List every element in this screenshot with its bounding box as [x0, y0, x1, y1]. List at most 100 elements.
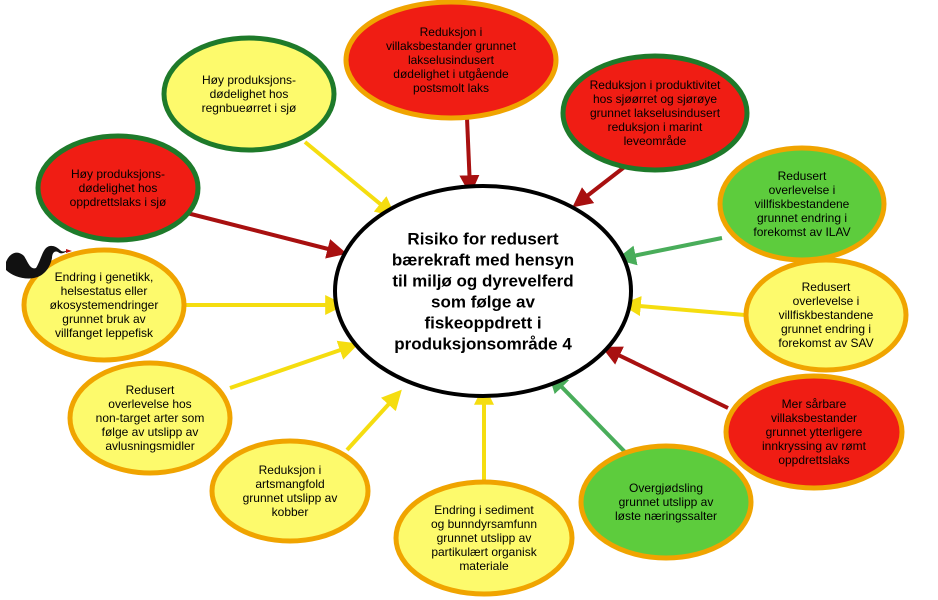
node-label-line: reduksjon i marint [608, 120, 703, 134]
arrow-redusert-overlevelse-sav [620, 296, 746, 317]
node-label-line: partikulært organisk [431, 545, 537, 559]
node-label-line: postsmolt laks [413, 81, 489, 95]
center-text-line: til miljø og dyrevelferd [392, 272, 573, 291]
center-text-line: produksjonsområde 4 [394, 335, 572, 354]
node-label-line: følge av utslipp av [102, 425, 199, 439]
black-swan-icon [6, 245, 72, 279]
node-label-line: Reduksjon i produktivitet [590, 78, 721, 92]
node-ellipse [21, 247, 187, 363]
node-label-line: villaksbestander grunnet [386, 39, 517, 53]
arrow-hoy-produksjonsdodelighet-oppdrettslaks [182, 210, 347, 259]
arrow-reduksjon-artsmangfold-kobber [345, 389, 402, 452]
arrows-layer [182, 117, 746, 482]
node-label-line: forekomst av SAV [778, 336, 873, 350]
node-label-line: grunnet utslipp av [243, 491, 338, 505]
node-ellipse [743, 257, 909, 373]
node-label-line: Høy produksjons- [202, 73, 296, 87]
node-label-line: oppdrettslaks i sjø [70, 195, 167, 209]
node-label-line: non-target arter som [96, 411, 205, 425]
node-label-line: økosystemendringer [50, 298, 159, 312]
node-ellipse [723, 373, 905, 491]
node-label-line: villaksbestander [771, 411, 857, 425]
node-label-line: materiale [459, 559, 509, 573]
node-label-line: grunnet bruk av [62, 312, 145, 326]
node-label-line: Redusert [778, 169, 827, 183]
node-label-line: Endring i sediment [434, 503, 534, 517]
center-ellipse [333, 184, 633, 398]
node-label-line: villfiskbestandene [779, 308, 874, 322]
arrow-redusert-overlevelse-ilav [615, 236, 723, 266]
node-label-line: villfanget leppefisk [55, 326, 154, 340]
center-text-line: som følge av [431, 293, 535, 312]
node-ellipse [393, 479, 575, 597]
node-label-line: innkryssing av rømt [762, 439, 867, 453]
arrow-reduksjon-produktivitet-sjoorret [572, 163, 629, 208]
node-ellipse [161, 35, 337, 153]
arrow-hoy-produksjonsdodelighet-regnbueorret [303, 140, 396, 217]
node-ellipse [67, 360, 233, 476]
node-label-line: helsestatus eller [61, 284, 148, 298]
node-label-line: grunnet utslipp av [437, 531, 532, 545]
node-label-line: overlevelse i [793, 294, 860, 308]
node-ellipse [35, 133, 201, 243]
node-label-line: Redusert [126, 383, 175, 397]
node-label-line: dødelighet i utgående [393, 67, 509, 81]
node-label-line: lakselusindusert [408, 53, 495, 67]
center-text-line: bærekraft med hensyn [392, 251, 574, 270]
node-label-line: avlusningsmidler [105, 439, 194, 453]
node-ellipse [578, 443, 754, 561]
node-label-line: dødelighet hos [210, 87, 289, 101]
node-label-line: leveområde [624, 134, 687, 148]
node-label-line: kobber [272, 505, 309, 519]
node-label-line: løste næringssalter [615, 509, 717, 523]
node-label-line: Reduksjon i [259, 463, 322, 477]
node-ellipse [343, 0, 559, 121]
node-label-line: regnbueørret i sjø [202, 101, 297, 115]
node-ellipse [209, 438, 371, 544]
node-label-line: villfiskbestandene [755, 197, 850, 211]
arrow-redusert-overlevelse-non-target [229, 340, 359, 390]
node-label-line: oppdrettslaks [778, 453, 849, 467]
node-label-line: grunnet endring i [781, 322, 871, 336]
node-label-line: grunnet utslipp av [619, 495, 714, 509]
arrow-reduksjon-villaksbestander [459, 117, 480, 196]
arrow-mer-sarbare-villaksbestander [601, 346, 729, 410]
node-label-line: grunnet lakselusindusert [590, 106, 721, 120]
node-label-line: dødelighet hos [79, 181, 158, 195]
node-label-line: overlevelse i [769, 183, 836, 197]
arrow-overgjodsling [547, 372, 627, 454]
node-label-line: og bunndyrsamfunn [431, 517, 537, 531]
node-label-line: Reduksjon i [420, 25, 483, 39]
node-label-line: Overgjødsling [629, 481, 703, 495]
node-label-line: grunnet endring i [757, 211, 847, 225]
node-label-line: grunnet ytterligere [766, 425, 863, 439]
node-label-line: Endring i genetikk, [55, 270, 154, 284]
node-label-line: forekomst av ILAV [753, 225, 850, 239]
